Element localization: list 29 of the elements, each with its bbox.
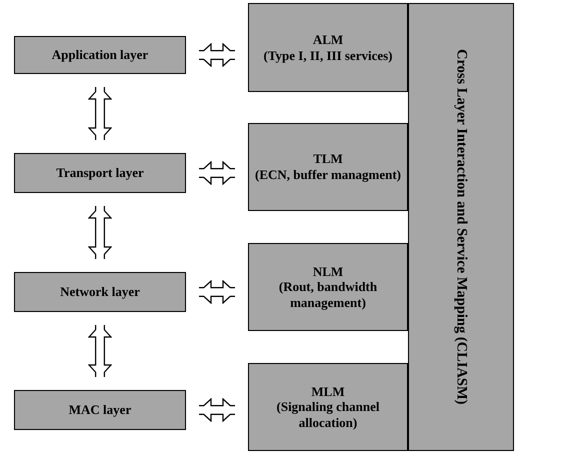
double-arrow — [198, 43, 236, 67]
double-arrow — [198, 161, 236, 185]
box-label: Network layer — [60, 284, 140, 300]
box-label: (Signaling channel allocation) — [276, 399, 380, 430]
layer-box — [14, 36, 186, 74]
side-band — [408, 3, 514, 451]
box-heading: MLM — [311, 384, 345, 400]
double-arrow — [198, 398, 236, 422]
double-arrow — [88, 205, 112, 260]
layer-box — [14, 153, 186, 193]
box-heading: ALM — [312, 32, 344, 48]
module-box — [248, 3, 408, 92]
box-heading: NLM — [312, 264, 344, 280]
box-label: Application layer — [52, 47, 148, 63]
layer-box — [14, 272, 186, 312]
double-arrow — [88, 324, 112, 378]
module-box — [248, 243, 408, 331]
module-box — [248, 363, 408, 451]
box-label: Cross Layer Interaction and Service Mapping (CLIASM) — [452, 49, 470, 405]
layer-box — [14, 390, 186, 430]
double-arrow — [88, 86, 112, 141]
module-box — [248, 123, 408, 211]
box-label: MAC layer — [68, 402, 132, 418]
box-label: (Type I, II, III services) — [263, 48, 393, 64]
box-heading: TLM — [313, 151, 343, 167]
box-label: (ECN, buffer managment) — [255, 167, 401, 183]
double-arrow — [198, 280, 236, 304]
box-label: Transport layer — [56, 165, 144, 181]
box-label: (Rout, bandwidth management) — [278, 279, 378, 310]
